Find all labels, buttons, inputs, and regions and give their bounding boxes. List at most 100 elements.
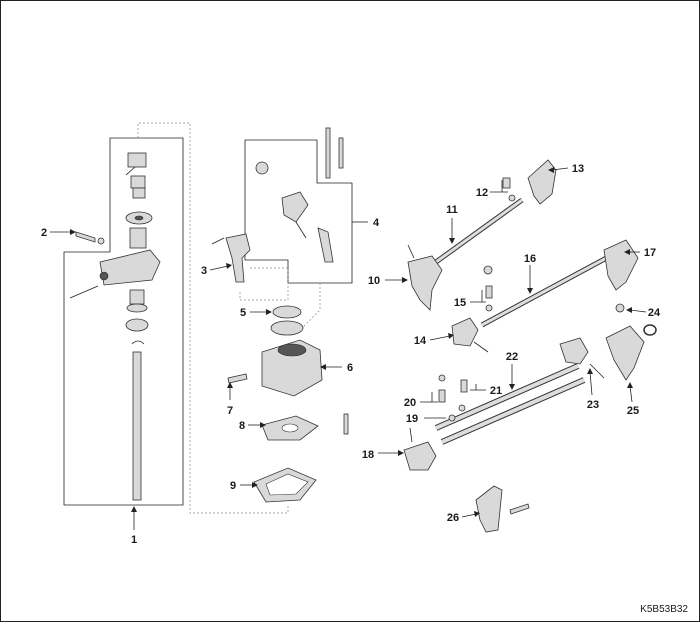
bolt-26 (509, 503, 530, 515)
callout-13: 13 (572, 163, 584, 175)
fork-10-pin (407, 244, 415, 259)
housing-bore (277, 343, 307, 357)
shift-fork-17 (603, 239, 639, 291)
select-lever-3 (225, 233, 251, 283)
callout-3: 3 (201, 265, 207, 277)
shift-block-14 (451, 317, 479, 347)
callout-2: 2 (41, 227, 47, 239)
callout-22: 22 (506, 351, 518, 363)
shift-shaft-assembly (63, 122, 289, 514)
linkage-rod-a (295, 221, 307, 239)
seal-5 (270, 320, 304, 336)
shift-block-23 (559, 337, 589, 365)
callout-16: 16 (524, 253, 536, 265)
shift-rail-16-core (481, 253, 613, 327)
linkage-rod-b (317, 227, 334, 263)
detent-spring-20 (438, 389, 446, 403)
shift-fork-18 (403, 441, 437, 471)
spring-upper-2 (132, 187, 146, 199)
fork-18-pin (409, 427, 413, 443)
plug-15 (483, 265, 493, 275)
detent-spring-12 (502, 177, 511, 189)
bolt-2 (75, 231, 96, 243)
gasket-9-opening (265, 473, 309, 496)
spring-upper (130, 175, 146, 189)
callout-21: 21 (490, 385, 502, 397)
washer-2 (97, 237, 105, 245)
callout-25: 25 (627, 405, 639, 417)
callout-8: 8 (239, 420, 245, 432)
spring-lower (129, 289, 145, 305)
long-bolt-b (338, 137, 344, 169)
shift-rail-11-core (435, 198, 523, 264)
lever-pivot (99, 271, 109, 281)
lever-3-pin (211, 237, 225, 245)
detent-spring-21 (460, 379, 468, 393)
callout-24: 24 (648, 307, 661, 319)
bolt-7 (227, 373, 248, 384)
callout-5: 5 (240, 307, 246, 319)
detent-spring-15 (485, 285, 493, 299)
shift-shaft-rod (132, 351, 142, 501)
shaft-cap (127, 152, 147, 168)
long-bolt-a (325, 127, 331, 179)
shift-rail-22-a-core (435, 364, 579, 430)
callout-4: 4 (373, 217, 380, 229)
circlip (131, 340, 145, 345)
block-23-pin (589, 363, 605, 379)
callout-17: 17 (644, 247, 656, 259)
callout-26: 26 (447, 512, 459, 524)
callout-1: 1 (131, 534, 137, 546)
shaft-dash-link (137, 122, 289, 514)
detent-ball-12 (508, 194, 516, 202)
bearing-5 (272, 305, 302, 319)
lever-pin (69, 285, 99, 299)
control-housing-6 (261, 339, 323, 397)
bracket-outline-frame (244, 139, 353, 284)
block-14-pin (473, 341, 489, 353)
detent-ball-21 (458, 404, 466, 412)
spring-middle (129, 227, 147, 249)
callout-20: 20 (404, 397, 416, 409)
callout-23: 23 (587, 399, 599, 411)
bracket-dash-link (239, 267, 289, 301)
shaft-outline-frame (63, 137, 184, 506)
bracket-26 (475, 485, 503, 533)
shift-fork-10 (407, 255, 443, 311)
callout-10: 10 (368, 275, 380, 287)
plug-24 (615, 303, 625, 313)
drawing-code: K5B53B32 (640, 604, 688, 615)
callout-9: 9 (230, 480, 236, 492)
linkage-arm (281, 191, 309, 223)
callout-6: 6 (347, 362, 353, 374)
callout-15: 15 (454, 297, 466, 309)
housing-dash-link (299, 283, 321, 331)
detent-ball-15 (485, 304, 493, 312)
shift-fork-25 (605, 325, 645, 381)
linkage-boss (255, 161, 269, 175)
plug-20 (438, 374, 446, 382)
washer-lower (126, 303, 148, 313)
callout-14: 14 (414, 335, 427, 347)
callout-12: 12 (476, 187, 488, 199)
gasket-8-hole (281, 423, 299, 433)
collar-lower (125, 318, 149, 332)
callout-labels: 1 2 3 4 5 6 7 8 9 10 11 12 13 14 15 16 1… (41, 163, 661, 546)
bolt-8 (343, 413, 349, 435)
washer-upper-hole (134, 215, 144, 221)
callout-18: 18 (362, 449, 374, 461)
shift-fork-13 (527, 159, 557, 205)
interlock-ball-19 (448, 414, 456, 422)
o-ring (643, 324, 657, 336)
callout-19: 19 (406, 413, 418, 425)
callout-7: 7 (227, 405, 233, 417)
housing-assembly (211, 127, 353, 503)
leader-lines (50, 167, 647, 530)
shift-lever-block (99, 249, 161, 286)
shift-rail-22-b-core (441, 378, 585, 444)
cap-pin (125, 166, 136, 176)
fork-rail-assembly (403, 159, 657, 533)
